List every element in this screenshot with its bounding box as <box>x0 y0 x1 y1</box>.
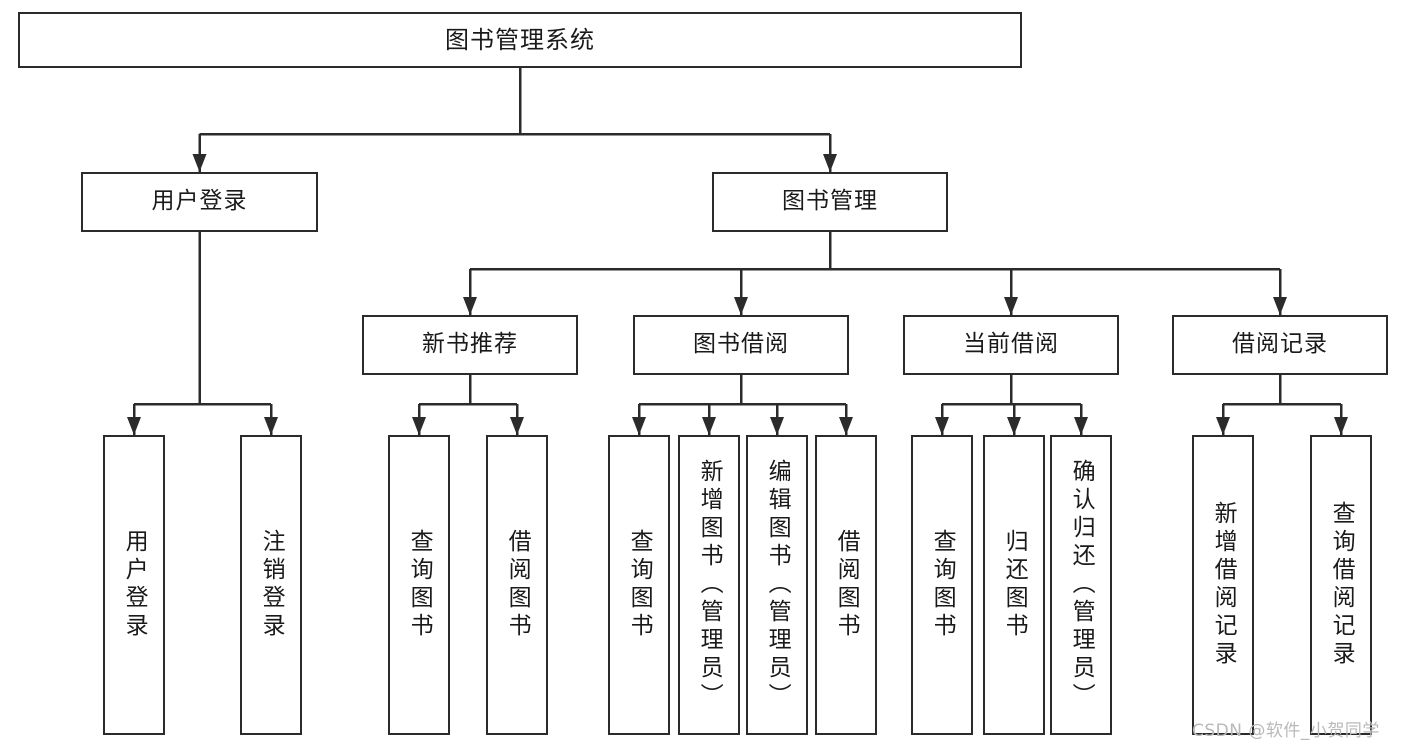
node-leaf-query-book-1[interactable]: 查询图书 <box>388 435 450 735</box>
node-book-borrow[interactable]: 图书借阅 <box>633 315 849 375</box>
node-leaf-return-book[interactable]: 归还图书 <box>983 435 1045 735</box>
arrowhead-leaf-edit-book <box>770 417 784 435</box>
node-leaf-borrow-book-1[interactable]: 借阅图书 <box>486 435 548 735</box>
node-label: 新书推荐 <box>422 331 518 358</box>
node-new-book-recommend[interactable]: 新书推荐 <box>362 315 578 375</box>
arrowhead-leaf-user-login <box>127 417 141 435</box>
node-leaf-add-book[interactable]: 新增图书（管理员） <box>678 435 740 735</box>
node-leaf-user-login[interactable]: 用户登录 <box>103 435 165 735</box>
watermark-label: CSDN @软件_小贺同学 <box>1192 721 1380 741</box>
node-label: 查询图书 <box>929 529 956 641</box>
node-label: 查询图书 <box>626 529 653 641</box>
arrowhead-leaf-borrow-book-2 <box>839 417 853 435</box>
node-label: 借阅图书 <box>504 529 531 641</box>
arrowhead-book-borrow <box>734 297 748 315</box>
arrowhead-leaf-query-book-1 <box>412 417 426 435</box>
node-leaf-borrow-book-2[interactable]: 借阅图书 <box>815 435 877 735</box>
node-leaf-query-record[interactable]: 查询借阅记录 <box>1310 435 1372 735</box>
node-label: 编辑图书（管理员） <box>764 459 791 711</box>
node-label: 当前借阅 <box>963 331 1059 358</box>
arrowhead-leaf-user-logout <box>264 417 278 435</box>
node-label: 新增图书（管理员） <box>696 459 723 711</box>
node-label: 注销登录 <box>258 529 285 641</box>
arrowhead-new-book-recommend <box>463 297 477 315</box>
arrowhead-leaf-query-book-3 <box>935 417 949 435</box>
node-leaf-query-book-3[interactable]: 查询图书 <box>911 435 973 735</box>
node-label: 归还图书 <box>1001 529 1028 641</box>
arrowhead-book-manage <box>823 154 837 172</box>
node-leaf-user-logout[interactable]: 注销登录 <box>240 435 302 735</box>
arrowhead-leaf-query-book-2 <box>632 417 646 435</box>
node-borrow-record[interactable]: 借阅记录 <box>1172 315 1388 375</box>
node-leaf-query-book-2[interactable]: 查询图书 <box>608 435 670 735</box>
node-label: 用户登录 <box>121 529 148 641</box>
arrowhead-leaf-query-record <box>1334 417 1348 435</box>
node-leaf-add-record[interactable]: 新增借阅记录 <box>1192 435 1254 735</box>
node-label: 图书借阅 <box>693 331 789 358</box>
arrowhead-current-borrow <box>1004 297 1018 315</box>
node-label: 查询借阅记录 <box>1328 501 1355 669</box>
arrowhead-borrow-record <box>1273 297 1287 315</box>
arrowhead-user-login <box>192 154 207 172</box>
arrowhead-leaf-confirm-return <box>1074 417 1088 435</box>
arrowhead-leaf-add-record <box>1216 417 1230 435</box>
node-book-manage[interactable]: 图书管理 <box>712 172 948 232</box>
node-current-borrow[interactable]: 当前借阅 <box>903 315 1119 375</box>
arrowhead-leaf-return-book <box>1007 417 1021 435</box>
node-leaf-confirm-return[interactable]: 确认归还（管理员） <box>1050 435 1112 735</box>
node-label: 用户登录 <box>151 188 248 215</box>
node-label: 借阅记录 <box>1232 331 1328 358</box>
node-label: 图书管理 <box>782 188 878 215</box>
node-label: 图书管理系统 <box>445 25 595 54</box>
node-label: 确认归还（管理员） <box>1068 459 1095 711</box>
node-label: 新增借阅记录 <box>1210 501 1237 669</box>
arrowhead-leaf-borrow-book-1 <box>510 417 524 435</box>
node-leaf-edit-book[interactable]: 编辑图书（管理员） <box>746 435 808 735</box>
node-label: 查询图书 <box>406 529 433 641</box>
node-label: 借阅图书 <box>833 529 860 641</box>
node-user-login[interactable]: 用户登录 <box>81 172 318 232</box>
arrowhead-leaf-add-book <box>702 417 716 435</box>
node-root[interactable]: 图书管理系统 <box>18 12 1022 68</box>
